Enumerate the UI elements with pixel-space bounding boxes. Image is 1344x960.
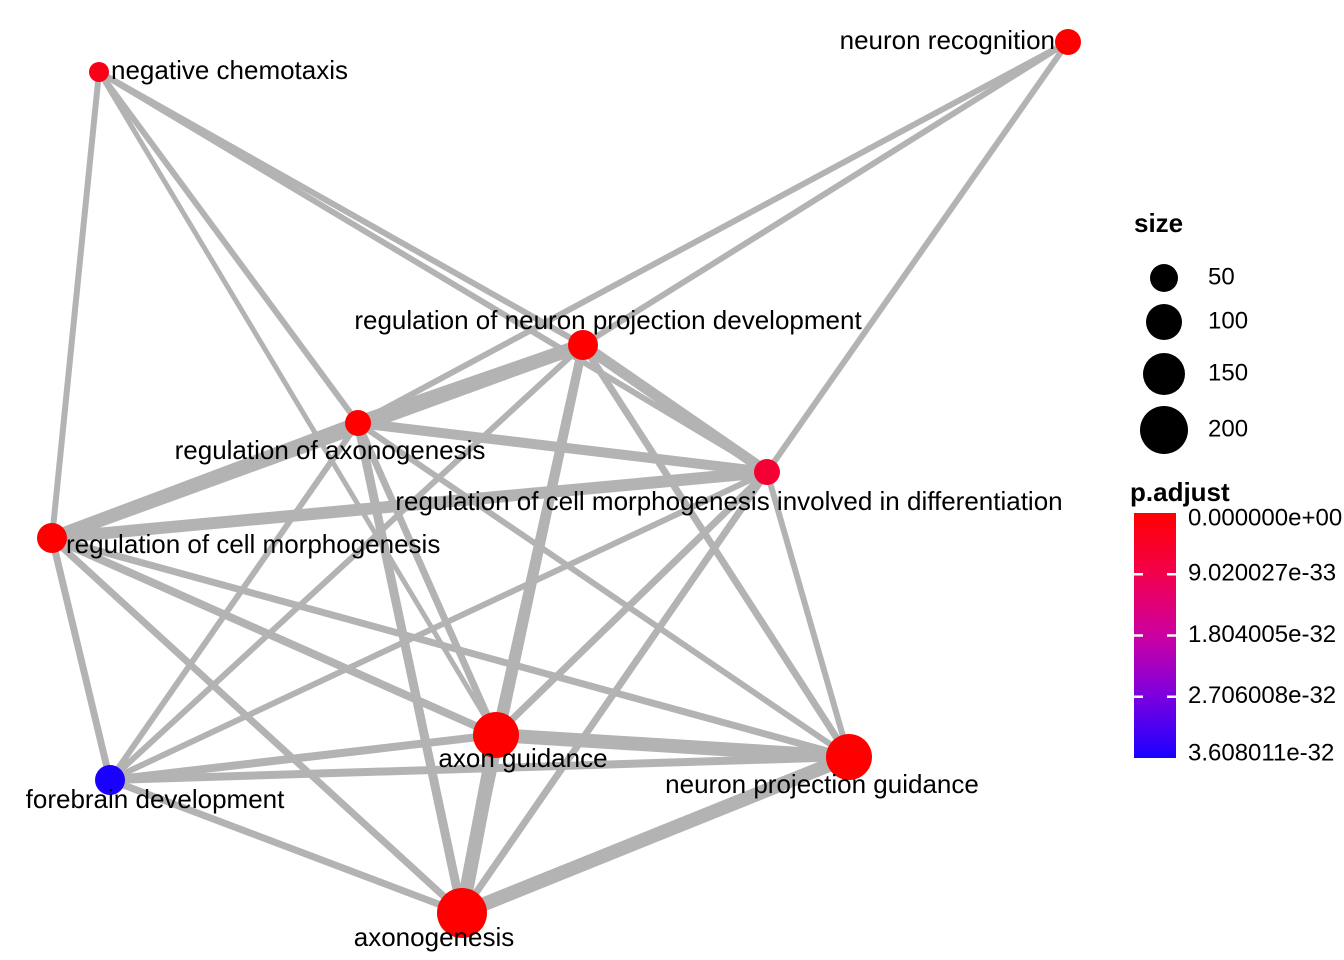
node-label: negative chemotaxis: [111, 55, 348, 85]
network-edge: [581, 39, 1070, 348]
size-legend-dot: [1143, 353, 1185, 395]
network-edge: [51, 534, 850, 761]
network-edge: [107, 421, 361, 782]
network-edge: [764, 40, 1071, 474]
size-legend-dot: [1150, 264, 1178, 292]
network-node[interactable]: [345, 410, 371, 436]
node-label: regulation of cell morphogenesis involve…: [395, 486, 1062, 516]
network-node[interactable]: [37, 523, 67, 553]
network-edge: [50, 534, 498, 739]
colorbar-tick-label: 0.000000e+00: [1188, 504, 1342, 531]
size-legend-label: 50: [1208, 263, 1235, 290]
network-edge: [356, 39, 1070, 426]
colorbar-ticks: [1134, 573, 1176, 698]
network-edge: [107, 342, 586, 783]
network-node-labels: negative chemotaxis neuron recognition reg…: [26, 25, 1063, 952]
network-edge: [579, 340, 771, 477]
node-label: regulation of neuron projection developm…: [354, 305, 862, 335]
color-legend-title: p.adjust: [1130, 477, 1230, 507]
network-node[interactable]: [437, 888, 487, 938]
colorbar-tick-label: 1.804005e-32: [1188, 621, 1336, 648]
plot-legends: size 50 100 150 200 p.adjust 0.000000e+00 9.…: [1130, 208, 1342, 766]
network-node[interactable]: [568, 330, 598, 360]
network-edge: [109, 753, 850, 784]
size-legend-label: 200: [1208, 415, 1248, 442]
network-edge: [764, 471, 852, 758]
size-legend-label: 100: [1208, 307, 1248, 334]
network-node[interactable]: [95, 765, 125, 795]
network-edge: [455, 733, 503, 915]
network-edge: [97, 69, 769, 475]
size-legend-label: 150: [1208, 359, 1248, 386]
size-legend-dot: [1146, 304, 1182, 340]
node-label: axonogenesis: [354, 922, 514, 952]
network-node[interactable]: [1055, 29, 1081, 55]
network-edge: [48, 537, 114, 781]
network-edge: [495, 728, 850, 764]
network-edge: [459, 750, 852, 920]
network-edge: [357, 418, 768, 477]
size-legend-items: 50 100 150 200: [1140, 263, 1248, 454]
network-edge: [354, 421, 500, 737]
network-edge: [109, 731, 497, 784]
network-edge: [49, 535, 465, 916]
colorbar-tick-label: 9.020027e-33: [1188, 560, 1336, 587]
network-node[interactable]: [754, 459, 780, 485]
network-edge: [108, 469, 769, 783]
network-edge: [356, 420, 851, 760]
size-legend-title: size: [1134, 208, 1183, 238]
node-label: axon guidance: [438, 743, 607, 773]
network-edge: [96, 70, 361, 425]
network-edges: [48, 39, 1071, 920]
network-edge: [49, 71, 102, 539]
node-label: forebrain development: [26, 784, 285, 814]
network-edge: [108, 776, 464, 917]
colorbar-tick-label: 2.706008e-32: [1188, 682, 1336, 709]
network-edge: [49, 416, 361, 545]
network-node[interactable]: [826, 734, 872, 780]
network-edge: [493, 469, 770, 738]
colorbar-tick-label: 3.608011e-32: [1188, 739, 1334, 766]
network-node[interactable]: [89, 62, 109, 82]
colorbar-tick-labels: 0.000000e+00 9.020027e-33 1.804005e-32 2.70…: [1188, 504, 1342, 766]
network-nodes: [37, 29, 1081, 938]
size-legend-dot: [1140, 406, 1188, 454]
node-label: neuron recognition: [840, 25, 1055, 55]
network-edge: [51, 466, 768, 544]
node-label: neuron projection guidance: [665, 769, 979, 799]
node-label: regulation of axonogenesis: [175, 435, 486, 465]
node-label: regulation of cell morphogenesis: [66, 529, 440, 559]
network-node[interactable]: [473, 712, 519, 758]
network-edge: [96, 70, 499, 737]
